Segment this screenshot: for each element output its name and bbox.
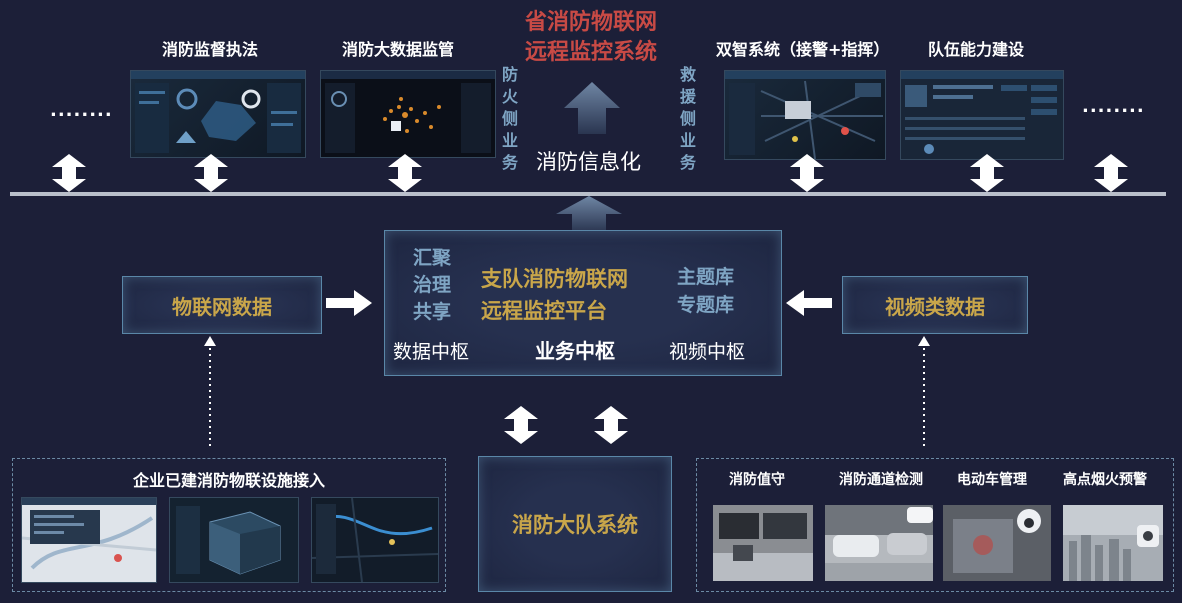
label-smoke-fire-warning: 高点烟火预警 (1063, 472, 1147, 488)
thumbnail-team-capability-ui (900, 70, 1064, 160)
iot-data-label: 物联网数据 (172, 294, 272, 319)
enterprise-map-graphic (22, 498, 156, 570)
label-team-capability: 队伍能力建设 (928, 40, 1025, 59)
label-fire-lane-detection: 消防通道检测 (839, 472, 923, 488)
ellipsis-right: ........ (1082, 96, 1145, 117)
double-arrow-top-2 (194, 154, 228, 192)
double-arrow-top-4 (790, 154, 824, 192)
thumbnail-big-data-map (320, 70, 496, 158)
aggregation-stack: 汇聚 治理 共享 (407, 245, 457, 326)
label-big-data-supervision: 消防大数据监管 (342, 40, 455, 59)
double-arrow-top-3 (388, 154, 422, 192)
platform-title: 支队消防物联网 远程监控平台 (481, 263, 628, 327)
heatmap-graphic (321, 71, 495, 153)
photo-duty-room (713, 505, 813, 581)
right-arrow-to-platform (326, 290, 372, 316)
vertical-label-rescue: 救援侧业务 (679, 65, 696, 172)
double-arrow-top-6 (1094, 154, 1128, 192)
label-ev-management: 电动车管理 (957, 472, 1027, 488)
double-arrow-bottom-2 (594, 406, 628, 444)
command-map-graphic (725, 71, 885, 159)
province-system-title: 省消防物联网 远程监控系统 (506, 8, 676, 68)
iot-data-box: 物联网数据 (122, 276, 322, 334)
fire-lane-graphic (825, 505, 933, 581)
video-data-label: 视频类数据 (885, 294, 985, 319)
platform-box: 汇聚 治理 共享 支队消防物联网 远程监控平台 主题库 专题库 数据中枢 业务中… (384, 230, 782, 376)
video-sources-panel: 消防值守 消防通道检测 电动车管理 高点烟火预警 (696, 458, 1174, 592)
dotted-arrow-left (204, 336, 216, 448)
title-line-1: 省消防物联网 (524, 10, 657, 35)
stack-item-topic-library: 专题库 (677, 294, 735, 316)
dotted-arrow-right (918, 336, 930, 448)
thumbnail-dual-smart-map (724, 70, 886, 160)
hub-video: 视频中枢 (669, 341, 746, 363)
platform-title-line-1: 支队消防物联网 (481, 267, 628, 291)
thumbnail-facility-map (311, 497, 439, 583)
stack-item-share: 共享 (412, 301, 451, 323)
separator-line (10, 192, 1166, 196)
up-arrow-to-province (564, 82, 620, 134)
stack-item-theme-library: 主题库 (677, 266, 735, 288)
enterprise-access-panel: 企业已建消防物联设施接入 (12, 458, 446, 592)
platform-title-line-2: 远程监控平台 (481, 299, 607, 323)
vertical-label-fire-prevention: 防火侧业务 (501, 65, 518, 172)
double-arrow-top-1 (52, 154, 86, 192)
dashboard-graphic (131, 71, 305, 153)
stack-item-govern: 治理 (412, 274, 451, 296)
photo-ev-elevator (943, 505, 1051, 581)
stack-item-aggregate: 汇聚 (412, 247, 451, 269)
hub-business: 业务中枢 (535, 339, 615, 363)
thumbnail-building-3d (169, 497, 299, 583)
library-stack: 主题库 专题库 (677, 263, 734, 319)
left-arrow-to-platform (786, 290, 832, 316)
up-arrow-platform (556, 196, 622, 232)
building-3d-graphic (170, 498, 298, 582)
double-arrow-top-5 (970, 154, 1004, 192)
label-dual-smart-system: 双智系统（接警+指挥） (716, 40, 890, 59)
enterprise-access-title: 企业已建消防物联设施接入 (132, 471, 325, 490)
facility-map-graphic (312, 498, 438, 582)
label-fire-informatization: 消防信息化 (536, 150, 641, 174)
label-fire-duty: 消防值守 (729, 472, 785, 488)
brigade-system-box: 消防大队系统 (478, 456, 672, 592)
high-point-graphic (1063, 505, 1163, 581)
label-supervision-enforcement: 消防监督执法 (162, 40, 259, 59)
thumbnail-supervision-dashboard (130, 70, 306, 158)
duty-room-graphic (713, 505, 813, 581)
video-data-box: 视频类数据 (842, 276, 1028, 334)
thumbnail-enterprise-map (21, 497, 157, 583)
title-line-2: 远程监控系统 (524, 40, 657, 65)
double-arrow-bottom-1 (504, 406, 538, 444)
hub-data: 数据中枢 (393, 341, 470, 363)
ellipsis-left: ........ (50, 100, 113, 121)
brigade-system-label: 消防大队系统 (512, 513, 638, 537)
photo-fire-lane (825, 505, 933, 581)
ev-elevator-graphic (943, 505, 1051, 581)
form-ui-graphic (901, 71, 1063, 154)
photo-high-point-view (1063, 505, 1163, 581)
